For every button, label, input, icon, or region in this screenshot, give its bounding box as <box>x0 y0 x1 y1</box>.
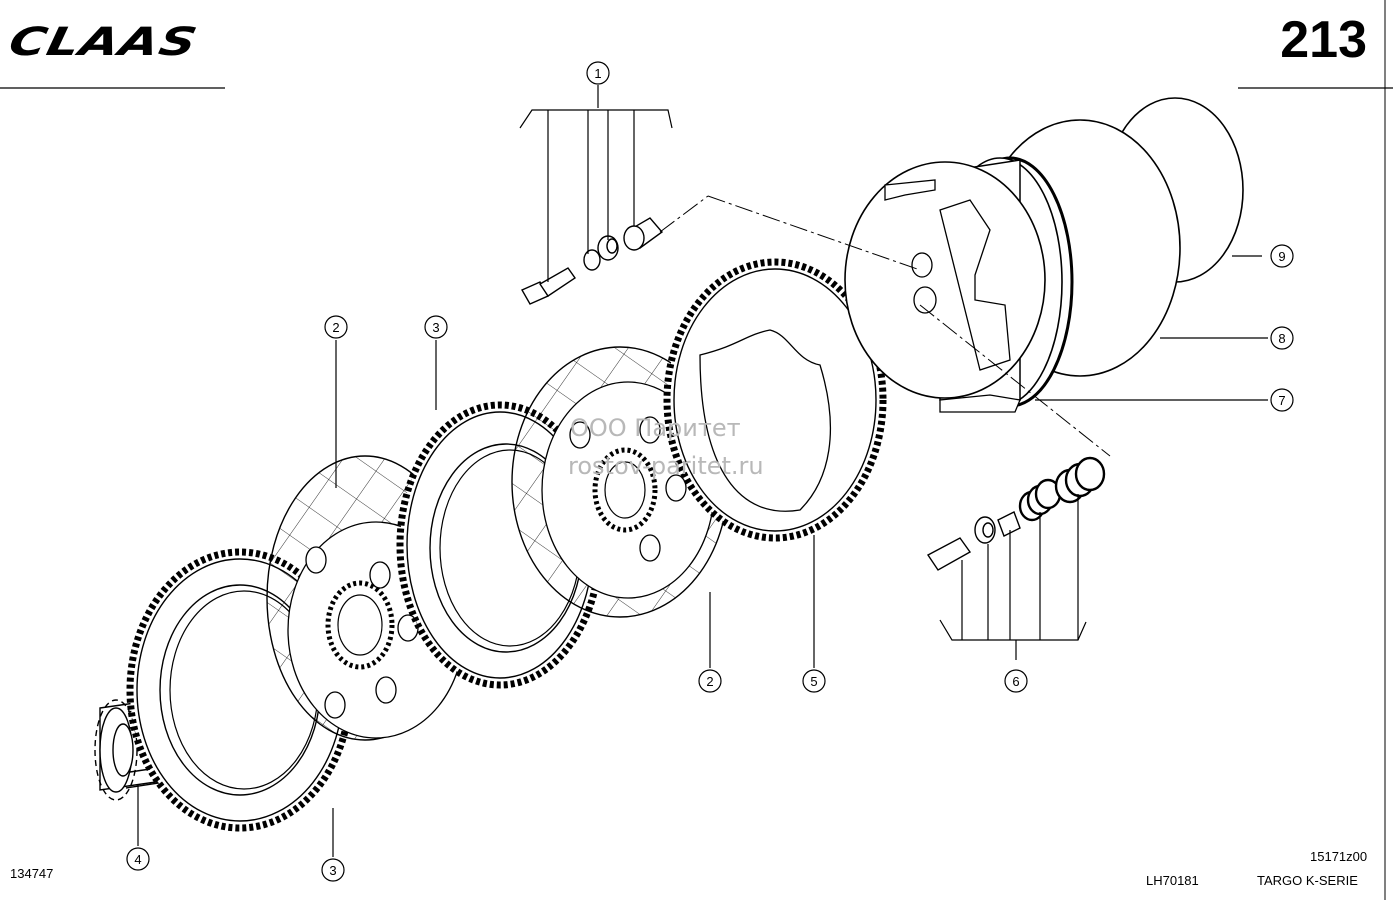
watermark-company: ООО Паритет <box>570 414 741 442</box>
callout-2-lower: 2 <box>706 674 713 689</box>
callout-8: 8 <box>1278 331 1285 346</box>
callout-9: 9 <box>1278 249 1285 264</box>
callout-circles <box>126 61 1294 882</box>
steel-plate-part-5 <box>663 258 887 542</box>
callout-5: 5 <box>810 674 817 689</box>
watermark-website: rostov-paritet.ru <box>568 452 764 480</box>
spring-assembly-part-6 <box>926 456 1106 571</box>
footer-series: TARGO K-SERIE <box>1257 873 1358 888</box>
footer-center-code: LH70181 <box>1146 873 1199 888</box>
centerlines <box>659 195 1111 457</box>
footer-left-code: 134747 <box>10 866 54 881</box>
bolt-assembly-part-1 <box>521 217 664 305</box>
callout-2-upper: 2 <box>332 320 339 335</box>
callout-3-upper: 3 <box>432 320 439 335</box>
callout-6: 6 <box>1012 674 1019 689</box>
callout-7: 7 <box>1278 393 1285 408</box>
footer-right-code: 15171z00 <box>1310 849 1368 864</box>
callout-3-lower: 3 <box>329 863 336 878</box>
callout-1: 1 <box>594 66 601 81</box>
callout-brackets <box>137 85 1268 857</box>
piston-housing-part-7 <box>844 97 1244 413</box>
page-number: 213 <box>1280 11 1367 69</box>
callout-4: 4 <box>134 852 141 867</box>
